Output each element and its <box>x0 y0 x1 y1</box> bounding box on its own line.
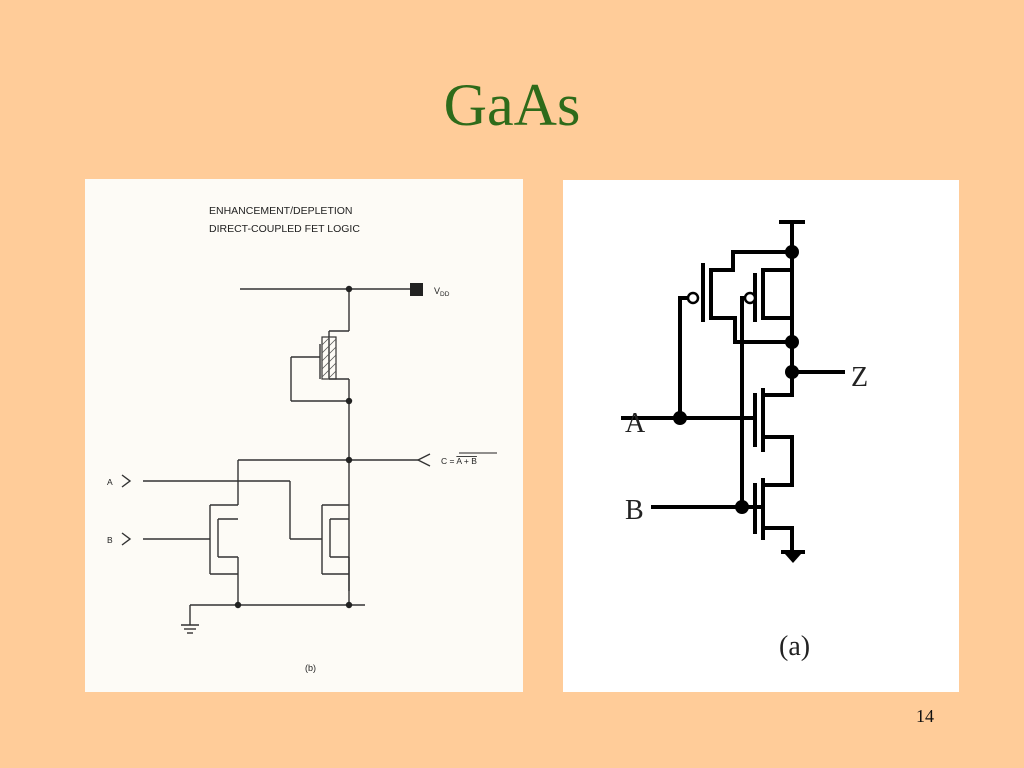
cmos-nor-schematic: A B Z (a) <box>563 180 959 692</box>
figure-heading-line1: ENHANCEMENT/DEPLETION <box>209 205 353 217</box>
input-a-label: A <box>625 408 646 439</box>
output-expression: C = A + B <box>441 456 477 466</box>
page-number: 14 <box>916 706 934 726</box>
dcfl-nor-circuit: ENHANCEMENT/DEPLETION DIRECT-COUPLED FET… <box>107 205 497 673</box>
vdd-terminal <box>410 283 423 296</box>
ground-symbol <box>785 554 801 563</box>
figure-caption-a: (a) <box>779 631 810 662</box>
input-a-label: A <box>107 477 113 487</box>
dcfl-nor-schematic: ENHANCEMENT/DEPLETION DIRECT-COUPLED FET… <box>85 179 523 692</box>
pmos-b-gate-bubble <box>743 291 757 305</box>
input-b-label: B <box>625 495 644 526</box>
figure-heading-line2: DIRECT-COUPLED FET LOGIC <box>209 223 360 235</box>
vdd-label: VDD <box>434 286 450 298</box>
cmos-nor-circuit: A B Z (a) <box>621 220 868 662</box>
input-b-label: B <box>107 535 113 545</box>
output-z-label: Z <box>851 362 868 393</box>
slide-title: GaAs <box>443 72 581 138</box>
figure-caption-b: (b) <box>305 663 316 673</box>
pmos-a-gate-bubble <box>686 291 700 305</box>
